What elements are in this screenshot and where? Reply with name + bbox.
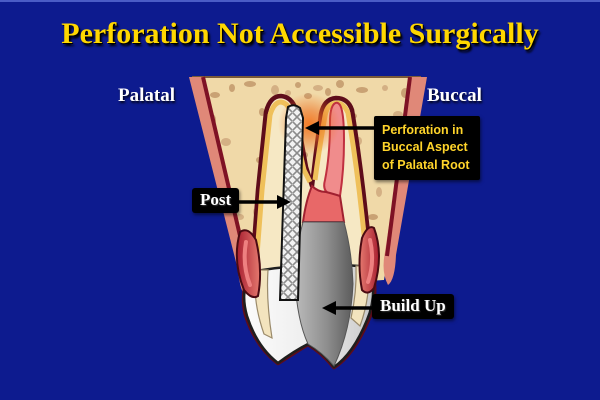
post (278, 104, 305, 301)
build-up-arrow (322, 301, 373, 315)
perforation-callout-line2: Buccal Aspect (382, 140, 468, 155)
perforation-arrow (305, 121, 376, 135)
gingiva-left (235, 229, 262, 299)
perforation-callout-line3: of Palatal Root (382, 157, 470, 172)
buccal-label: Buccal (427, 85, 482, 106)
slide-title: Perforation Not Accessible Surgically (61, 17, 539, 50)
gingiva-right (358, 226, 380, 294)
slide-top-border (0, 0, 600, 2)
post-arrow (236, 195, 291, 209)
perforation-callout: Perforation in Buccal Aspect of Palatal … (374, 116, 480, 180)
perforation-callout-line1: Perforation in (382, 123, 464, 137)
pulp-chamber (301, 184, 346, 223)
build-up-callout: Build Up (372, 294, 454, 319)
palatal-label: Palatal (118, 85, 175, 106)
post-callout: Post (192, 188, 240, 213)
